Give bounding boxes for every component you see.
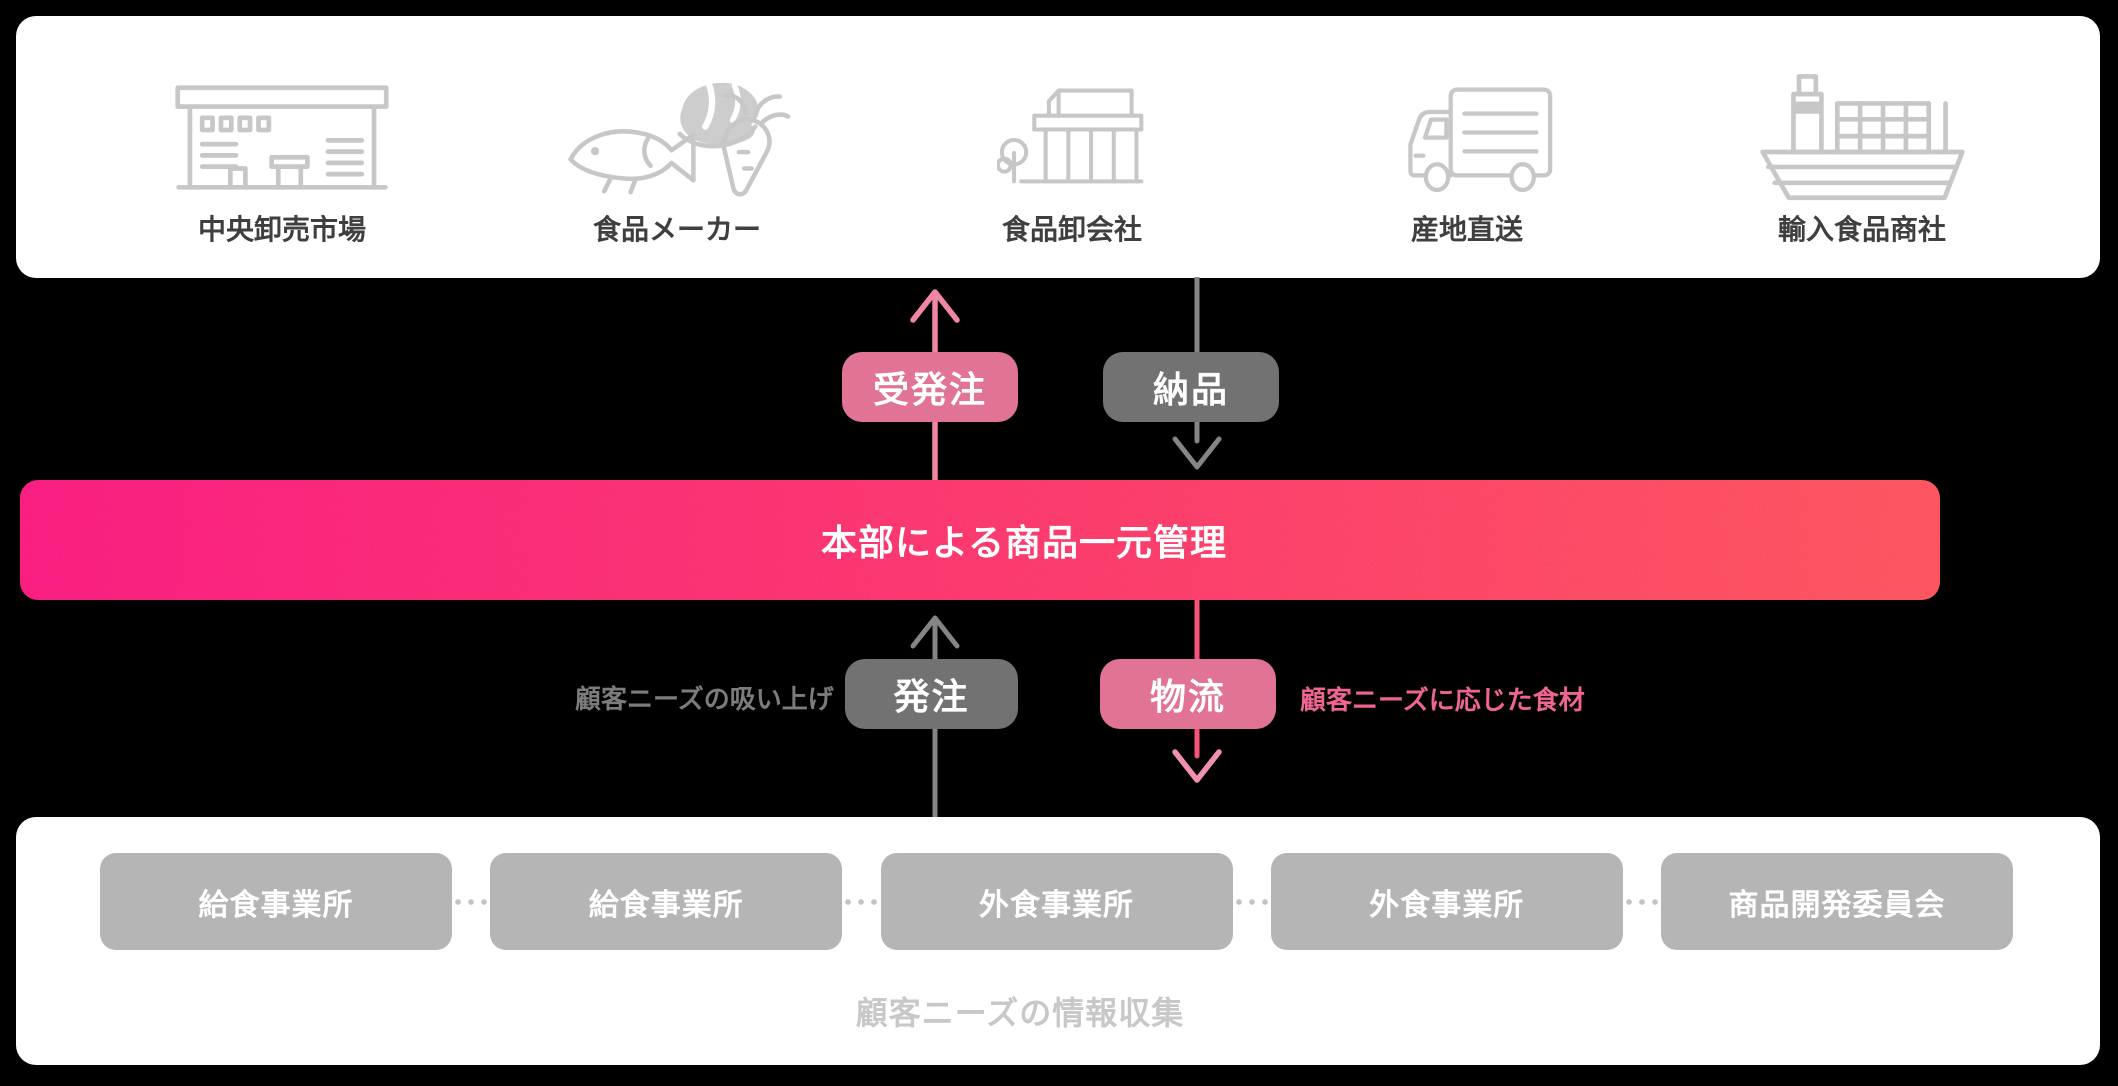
supplier-food-maker: 食品メーカー	[537, 72, 817, 278]
suppliers-panel: 中央卸売市場	[16, 16, 2100, 278]
supplier-label: 中央卸売市場	[197, 214, 366, 245]
icon-wrap	[997, 72, 1147, 204]
icon-wrap	[174, 72, 390, 204]
sites-row: 給食事業所 給食事業所 外食事業所 外食事業所 商品開発委員会	[100, 853, 2013, 950]
supplier-label: 食品メーカー	[592, 214, 761, 245]
order-receiving-badge: 受発注	[842, 352, 1018, 422]
supplier-direct-from-farm: 産地直送	[1327, 72, 1607, 278]
dotted-connector	[1232, 898, 1271, 905]
headquarters-management-label: 本部による商品一元管理	[821, 522, 1227, 563]
supplier-food-wholesaler: 食品卸会社	[932, 72, 1212, 278]
supplier-label: 産地直送	[1410, 214, 1523, 245]
headquarters-management-bar: 本部による商品一元管理	[20, 480, 1940, 600]
icon-wrap	[1377, 72, 1557, 204]
supplier-central-wholesale-market: 中央卸売市場	[142, 72, 422, 278]
grain-texture	[20, 480, 1940, 600]
market-building-icon	[175, 85, 389, 190]
delivery-badge: 納品	[1103, 352, 1279, 422]
icon-wrap	[1755, 72, 1970, 204]
dotted-connector	[1622, 898, 1661, 905]
ingredients-for-needs-note: 顧客ニーズに応じた食材	[1300, 685, 1585, 715]
customer-sites-panel: 給食事業所 給食事業所 外食事業所 外食事業所 商品開発委員会 顧客ニーズの情報…	[16, 817, 2100, 1065]
site-box: 外食事業所	[880, 853, 1233, 950]
site-box: 商品開発委員会	[1661, 853, 2013, 950]
office-building-icon	[997, 88, 1144, 184]
icon-wrap	[563, 72, 791, 204]
ordering-badge: 発注	[845, 659, 1018, 729]
dotted-connector	[452, 898, 491, 905]
site-box: 給食事業所	[100, 853, 452, 950]
fish-meat-carrot-icon	[568, 78, 791, 197]
cargo-ship-icon	[1759, 74, 1965, 201]
supplier-import-trading: 輸入食品商社	[1722, 72, 2002, 278]
supplier-label: 食品卸会社	[1001, 214, 1142, 245]
delivery-truck-icon	[1408, 87, 1553, 192]
logistics-badge: 物流	[1100, 659, 1276, 729]
info-collection-caption: 顧客ニーズの情報収集	[855, 995, 1185, 1031]
customer-needs-gathering-note: 顧客ニーズの吸い上げ	[575, 684, 834, 714]
supplier-label: 輸入食品商社	[1777, 214, 1946, 245]
site-box: 給食事業所	[490, 853, 843, 950]
site-box: 外食事業所	[1270, 853, 1623, 950]
dotted-connector	[842, 898, 881, 905]
